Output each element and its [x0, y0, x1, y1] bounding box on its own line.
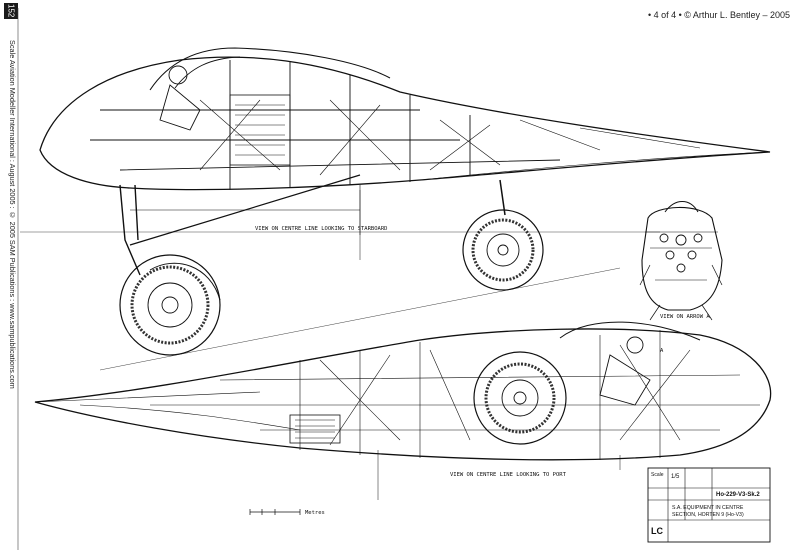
- title-block: Scale 1/5 Ho-229-V3-Sk.2 S.A. EQUIPMENT …: [647, 467, 771, 543]
- caption-starboard-view: VIEW ON CENTRE LINE LOOKING TO STARBOARD: [255, 226, 387, 232]
- drawing-number: Ho-229-V3-Sk.2: [716, 492, 760, 498]
- scale-value: 1/5: [671, 474, 680, 480]
- drafter-initials: LC: [651, 526, 663, 536]
- arrow-label: A: [660, 348, 664, 354]
- title-line-2: SECTION, HORTEN 9 (Ho-V3): [672, 512, 744, 518]
- arrow-a-view: [639, 201, 723, 321]
- scale-bar: [249, 509, 301, 515]
- title-line-1: S.A. EQUIPMENT IN CENTRE: [672, 505, 744, 511]
- scale-units: Metres: [305, 510, 325, 516]
- starboard-cutaway-view: [20, 47, 771, 371]
- publication-credit: Scale Aviation Modeller International : …: [8, 40, 17, 389]
- copyright-notice: • 4 of 4 • © Arthur L. Bentley – 2005: [647, 10, 790, 20]
- caption-arrow-view: VIEW ON ARROW A: [660, 314, 710, 320]
- page-number: 152: [4, 3, 18, 19]
- port-cutaway-view: [34, 321, 772, 500]
- scale-label: Scale: [651, 472, 664, 478]
- caption-port-view: VIEW ON CENTRE LINE LOOKING TO PORT: [450, 472, 567, 478]
